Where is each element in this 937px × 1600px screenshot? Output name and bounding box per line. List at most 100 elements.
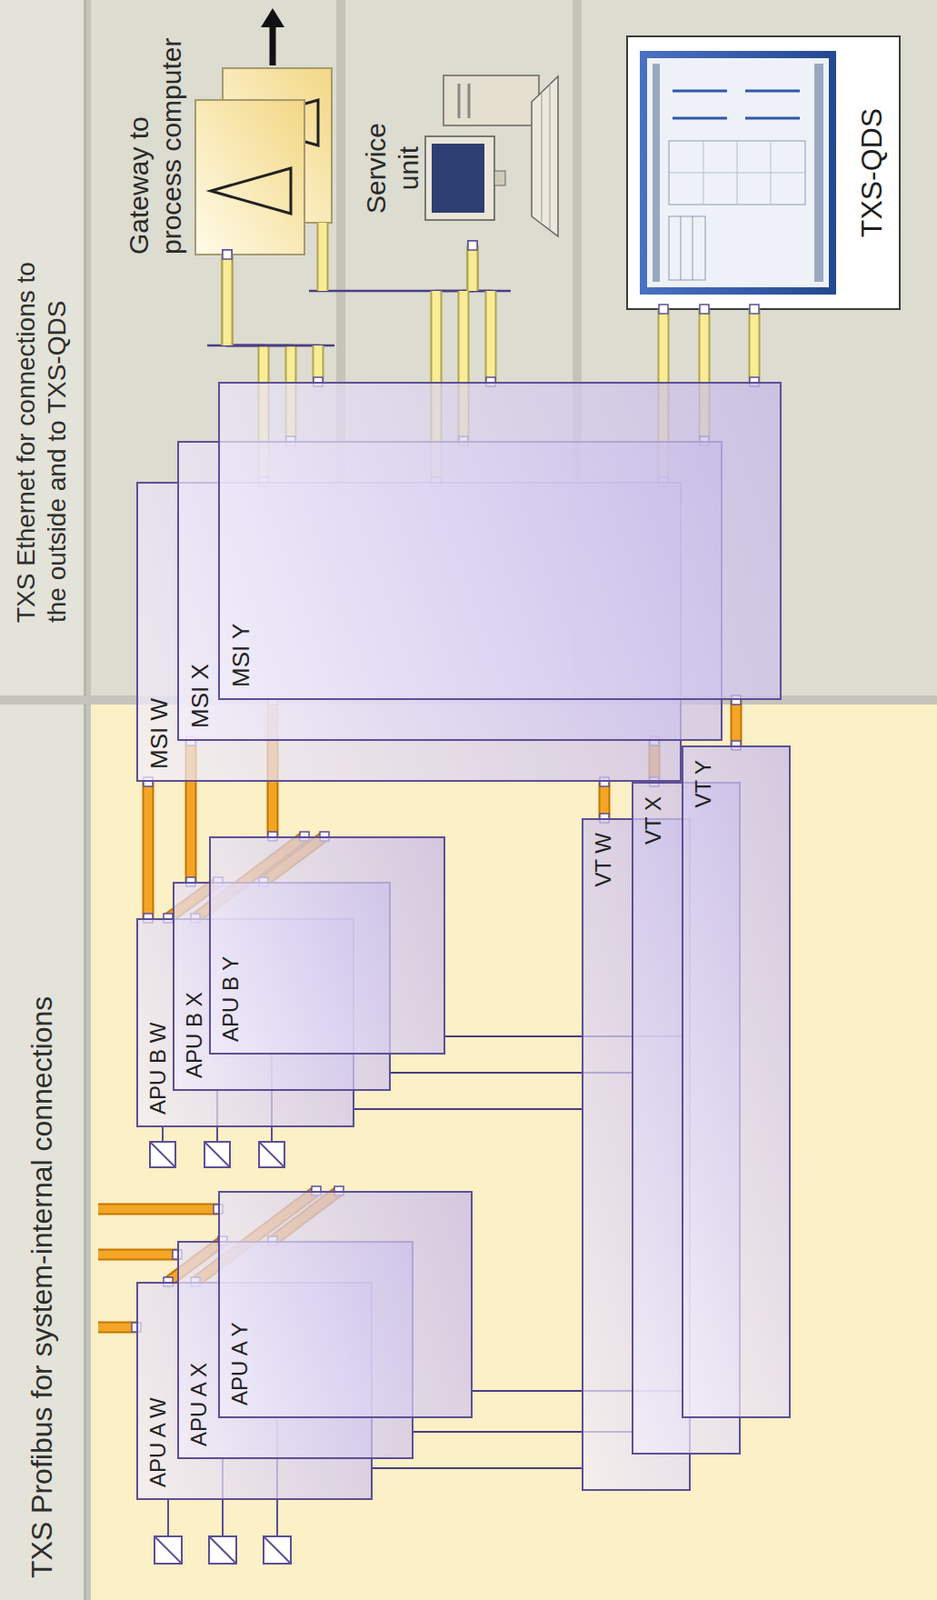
box-label: Gateway to process computer — [122, 13, 189, 255]
sensor-diagonal — [154, 1535, 182, 1564]
drive-slot — [468, 83, 471, 119]
signal-line — [354, 1108, 582, 1110]
bus-connection — [599, 777, 609, 823]
section-header: TXS Profibus for system-internal connect… — [0, 704, 87, 1600]
sensor-diagonal — [209, 1535, 237, 1564]
bus-connection — [749, 304, 759, 387]
screen-gauge — [745, 117, 800, 120]
bar-fill — [468, 245, 478, 291]
bar-outline — [312, 345, 325, 382]
screen-gauge — [672, 117, 728, 120]
signal-line — [372, 1467, 582, 1469]
box-label: APU A Y — [227, 1321, 254, 1406]
bus-stub — [318, 222, 328, 291]
bar-outline — [142, 781, 155, 918]
box-label: VT X — [640, 796, 668, 845]
bar-fill — [144, 781, 153, 918]
signal-wire — [372, 1466, 582, 1469]
screen-line — [692, 216, 694, 280]
sensor-symbol — [154, 1535, 182, 1564]
section-title: TXS Profibus for system-internal connect… — [24, 996, 60, 1578]
bus-connection — [143, 777, 153, 923]
screen-line — [680, 216, 682, 280]
bar-outline — [221, 254, 234, 346]
port-square — [749, 304, 759, 314]
port-square — [222, 249, 232, 260]
bar-outline — [730, 699, 743, 746]
keyboard-row — [541, 90, 543, 222]
label-holder: Gateway to process computer — [122, 13, 189, 255]
sensor-symbol — [209, 1535, 237, 1564]
bar-outline — [485, 290, 498, 382]
port-square — [468, 240, 478, 250]
keyboard-row — [549, 83, 551, 230]
bar-outline — [748, 309, 761, 382]
screen-chart — [668, 140, 806, 205]
bar-fill — [750, 309, 759, 382]
computer-illustration — [425, 75, 559, 237]
unit-box: APU A Y — [218, 1190, 473, 1418]
sensor-wire — [161, 1126, 164, 1142]
screen-gauge — [672, 89, 728, 93]
box-label: APU B W — [145, 1022, 172, 1115]
screen-grid — [668, 172, 806, 174]
sensor-diagonal — [259, 1141, 285, 1167]
bus-stub — [98, 1205, 219, 1214]
bar-outline — [467, 245, 479, 291]
sensor-symbol — [149, 1141, 176, 1167]
box-label: VT Y — [690, 759, 718, 808]
bus-stub — [98, 1323, 137, 1332]
port-square — [699, 304, 709, 314]
keyboard — [531, 76, 559, 237]
gateway-box: Gateway to process computer — [195, 99, 305, 255]
outgoing-arrow-shaft — [269, 25, 277, 66]
port-square — [658, 304, 668, 314]
box-label: TXS-QDS — [854, 108, 889, 238]
display-screen-art — [639, 50, 837, 295]
gateway-triangle — [210, 168, 291, 214]
box-label: APU B X — [181, 991, 209, 1078]
box-label: MSI X — [186, 663, 215, 728]
display-screen: TXS-QDS — [627, 36, 900, 310]
section-header: TXS Ethernet for connections to the outs… — [0, 0, 87, 696]
bus-connection — [731, 695, 741, 750]
computer-monitor — [425, 136, 495, 220]
bar-outline — [221, 254, 234, 346]
sensor-diagonal — [263, 1535, 291, 1564]
screen-panel — [647, 58, 829, 288]
port-square — [468, 240, 478, 250]
bus-wire — [472, 245, 491, 382]
drive-slot — [458, 83, 461, 119]
monitor-stand — [494, 170, 506, 186]
box-label: APU A X — [186, 1362, 213, 1446]
screen-bar — [652, 63, 660, 282]
sensor-diagonal — [149, 1141, 176, 1167]
section-title: TXS Ethernet for connections to the outs… — [10, 259, 72, 623]
service-unit: Service unit — [354, 36, 569, 246]
computer-tower — [443, 75, 539, 126]
bar-outline — [221, 254, 234, 346]
bar-fill — [223, 254, 232, 346]
sensor-symbol — [263, 1535, 291, 1564]
box-label: APU A W — [145, 1396, 172, 1487]
unit-box: VT Y — [681, 745, 791, 1418]
bar-fill — [468, 245, 478, 291]
bar-fill — [314, 345, 323, 382]
profibus-zone — [90, 704, 937, 1600]
bus-stub-outline — [317, 222, 329, 291]
ethernet-connection — [468, 240, 496, 387]
bar-fill — [487, 290, 496, 382]
screen-table — [668, 216, 706, 280]
box-label: APU B Y — [218, 956, 245, 1042]
bus-wire — [227, 254, 319, 382]
bar-fill — [468, 245, 478, 291]
display-illustration — [627, 36, 900, 310]
port-square — [222, 249, 232, 260]
bar-outline — [467, 245, 479, 291]
box-label: VT W — [590, 832, 618, 888]
bar-outline — [467, 245, 479, 291]
port-square — [222, 249, 232, 260]
display-frame — [627, 36, 900, 310]
port-square — [468, 240, 478, 250]
